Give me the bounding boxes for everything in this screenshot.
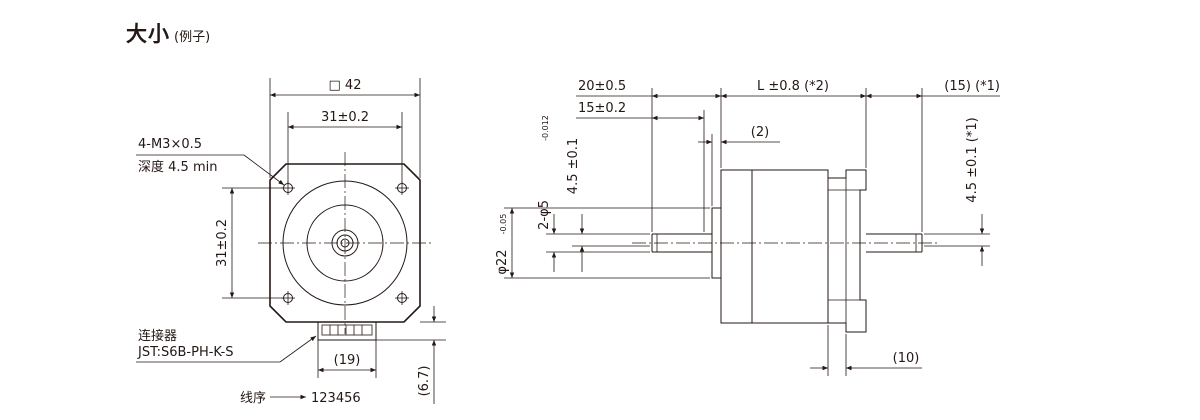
heading-title: 大小	[126, 22, 170, 46]
front-view: □ 42 31±0.2 31±0.2 4-M3×0.5 深度 4.5 min 连…	[136, 78, 446, 406]
dim-shaft-dia-tol: -0.012	[541, 115, 550, 141]
dim-flat-len-label: 15±0.2	[578, 101, 626, 116]
dim-flat-depth-label: 4.5 ±0.1	[566, 138, 581, 194]
dim-front-shaft-label: 20±0.5	[578, 79, 626, 94]
dim-connector-w-label: (19)	[334, 353, 361, 368]
motor-face-outline	[269, 163, 421, 323]
dim-boss-dia-label: φ22	[495, 249, 510, 274]
screw-spec-label: 4-M3×0.5	[138, 137, 202, 152]
side-rear-cap	[827, 169, 867, 333]
heading-subtitle: (例子)	[174, 30, 211, 45]
dim-hole-v-label: 31±0.2	[215, 219, 230, 267]
page-heading: 大小 (例子)	[126, 18, 210, 48]
front-shaft-core	[340, 238, 350, 248]
connector-label: 连接器	[138, 328, 177, 344]
dim-boss-dia-tol: -0.05	[499, 214, 508, 235]
front-outer-circle	[282, 180, 408, 306]
screw-depth-label: 深度 4.5 min	[138, 159, 217, 175]
side-view: 20±0.5 L ±0.8 (*2) (15) (*1) 15±0.2 (2) …	[495, 79, 1000, 376]
dim-boss-h-label: (2)	[751, 125, 769, 140]
dim-body-len-label: L ±0.8 (*2)	[757, 79, 829, 94]
wire-order-label: 线序	[240, 391, 266, 406]
front-shaft	[336, 234, 354, 252]
connector-model-label: JST:S6B-PH-K-S	[137, 345, 234, 360]
dim-connector-h-label: (6.7)	[417, 366, 432, 397]
dim-rear-shaft-label: (15) (*1)	[944, 79, 1000, 94]
mounting-holes	[281, 181, 409, 305]
connector	[317, 321, 377, 341]
front-boss-circle	[306, 204, 384, 282]
dim-shaft-dia-label: 2-φ5	[537, 200, 552, 230]
dim-flange-label: (10)	[893, 351, 920, 366]
side-body	[720, 169, 829, 324]
dim-rear-flat-label: 4.5 ±0.1 (*1)	[965, 117, 980, 202]
dim-width-label: □ 42	[329, 78, 362, 93]
front-shaft-ring	[331, 229, 359, 257]
dim-hole-h-label: 31±0.2	[321, 110, 369, 125]
wire-order-value: 123456	[311, 391, 361, 406]
